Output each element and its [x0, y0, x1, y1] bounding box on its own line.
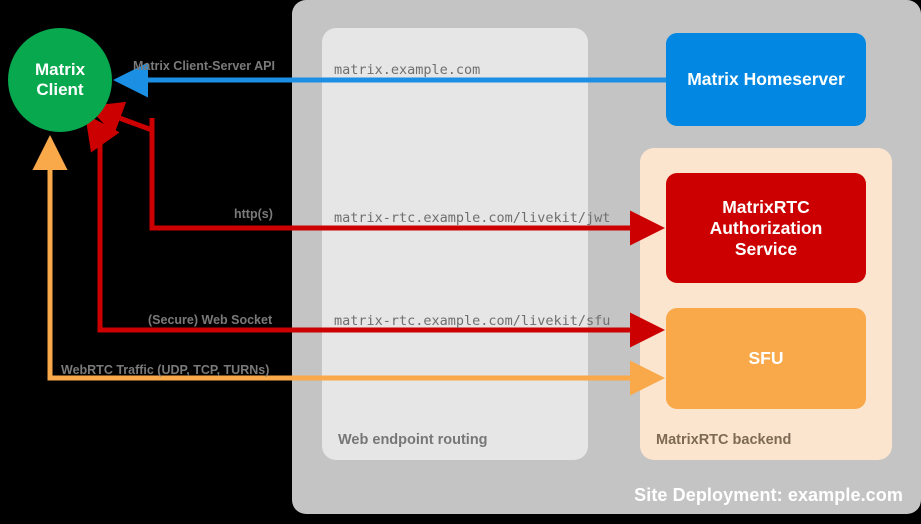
label-client-server-api: Matrix Client-Server API [133, 59, 275, 73]
wire-sfu-websocket-response [85, 113, 120, 330]
label-secure-web-socket: (Secure) Web Socket [148, 313, 273, 327]
node-sfu[interactable]: SFU [666, 308, 866, 409]
auth-service-label-line3: Service [734, 238, 798, 259]
auth-service-label-line2: Authorization [709, 217, 823, 238]
sfu-label: SFU [748, 348, 784, 368]
matrixrtc-backend-label: MatrixRTC backend [656, 432, 792, 448]
node-matrixrtc-authorization-service[interactable]: MatrixRTC Authorization Service [666, 173, 866, 283]
web-endpoint-routing-label: Web endpoint routing [338, 432, 488, 448]
wire-webrtc-media-out [47, 140, 665, 396]
web-endpoint-routing-container: Web endpoint routing [322, 28, 588, 460]
label-webrtc-traffic: WebRTC Traffic (UDP, TCP, TURNs) [61, 363, 270, 377]
node-matrix-homeserver[interactable]: Matrix Homeserver [666, 33, 866, 126]
site-deployment-label: Site Deployment: example.com [634, 485, 903, 505]
matrix-homeserver-label: Matrix Homeserver [687, 69, 845, 89]
endpoint-matrix-example-com: matrix.example.com [334, 62, 481, 78]
matrix-client-label-line1: Matrix [34, 59, 86, 79]
endpoint-livekit-sfu: matrix-rtc.example.com/livekit/sfu [334, 313, 611, 329]
node-matrix-client[interactable]: Matrix Client [8, 28, 112, 132]
endpoint-livekit-jwt: matrix-rtc.example.com/livekit/jwt [334, 210, 611, 226]
matrix-client-label-line2: Client [36, 80, 84, 99]
label-http-s: http(s) [234, 207, 273, 221]
auth-service-label-line1: MatrixRTC [722, 196, 810, 217]
